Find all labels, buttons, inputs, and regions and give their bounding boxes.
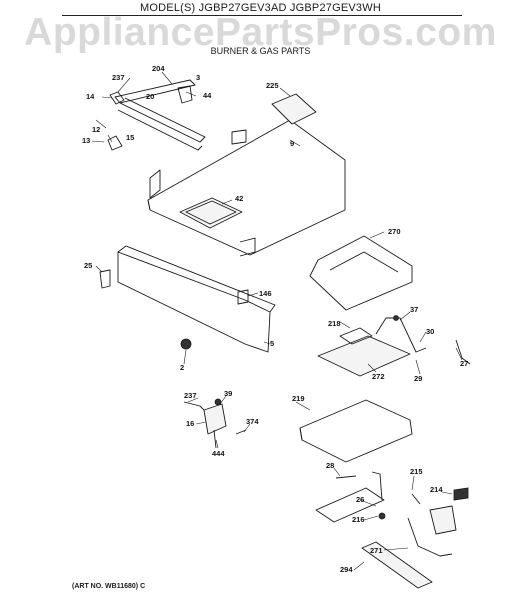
callout-14: 14 (86, 92, 95, 101)
part-225-plate (271, 93, 317, 125)
callout-3: 3 (196, 73, 200, 82)
callout-294: 294 (340, 565, 353, 574)
art-number: (ART NO. WB11680) C (72, 583, 146, 590)
callout-9: 9 (290, 139, 294, 148)
watermark-logo: AppliancePartsPros.com (24, 11, 497, 54)
part-25-bracket (99, 269, 111, 289)
part-272-tray (317, 327, 411, 377)
front-panel (117, 245, 276, 353)
callout-28: 28 (326, 461, 334, 470)
callout-30: 30 (426, 327, 434, 336)
callout-16: 16 (186, 419, 194, 428)
header-rule (62, 15, 462, 16)
callout-26: 26 (356, 495, 364, 504)
callout-219: 219 (292, 394, 305, 403)
callout-271: 271 (370, 546, 383, 555)
callout-42: 42 (235, 194, 243, 203)
callout-218: 218 (328, 319, 341, 328)
callout-272: 272 (372, 372, 385, 381)
model-numbers: MODEL(S) JGBP27GEV3AD JGBP27GEV3WH (140, 2, 381, 14)
callout-214: 214 (430, 485, 443, 494)
part-294-bar (361, 541, 433, 589)
callout-39: 39 (224, 389, 232, 398)
callout-29: 29 (414, 374, 422, 383)
callout-204: 204 (152, 64, 165, 73)
callout-225: 225 (266, 81, 279, 90)
part-219-tray (299, 399, 413, 463)
callout-13: 13 (82, 136, 90, 145)
callout-15: 15 (126, 133, 134, 142)
callout-44: 44 (203, 91, 212, 100)
callout-25: 25 (84, 261, 92, 270)
callout-270: 270 (388, 227, 401, 236)
callout-27: 27 (460, 359, 468, 368)
diagram-title: BURNER & GAS PARTS (210, 46, 311, 56)
burner-manifold-assembly (107, 79, 206, 151)
callout-374: 374 (246, 417, 259, 426)
lower-burner-tubing (315, 471, 421, 523)
callout-215: 215 (410, 467, 423, 476)
callout-leaders (91, 71, 463, 571)
callout-146: 146 (259, 289, 272, 298)
callout-2: 2 (180, 363, 184, 372)
callout-216: 216 (352, 515, 365, 524)
valve-assembly (183, 398, 247, 449)
burner-box (147, 119, 346, 257)
callout-20: 20 (146, 92, 154, 101)
part-146-clip (237, 289, 249, 305)
gas-tubing-upper (375, 315, 471, 365)
callout-237-lower: 237 (184, 391, 197, 400)
callout-labels: 204 237 3 20 14 44 225 12 13 15 9 42 270… (82, 64, 468, 574)
callout-37: 37 (410, 305, 418, 314)
callout-12: 12 (92, 125, 100, 134)
callout-444: 444 (212, 449, 225, 458)
part-42-insulation (179, 197, 243, 229)
callout-5: 5 (270, 339, 274, 348)
part-270-cover (309, 235, 413, 311)
igniter-and-tube (407, 487, 469, 557)
callout-237: 237 (112, 73, 125, 82)
